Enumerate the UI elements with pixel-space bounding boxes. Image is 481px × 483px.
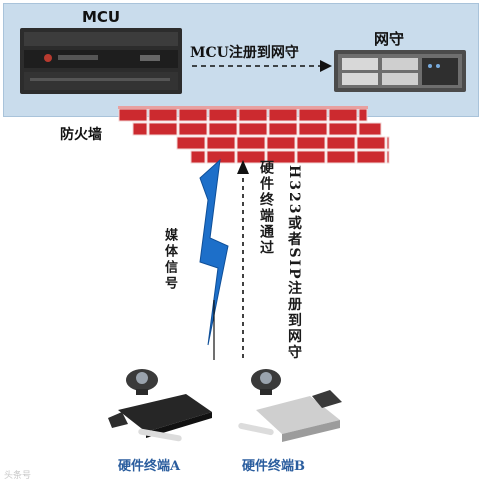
firewall-top-edge <box>118 106 368 109</box>
firewall-brick <box>236 136 266 150</box>
firewall-brick <box>358 122 382 136</box>
firewall-wall <box>118 106 390 164</box>
firewall-brick <box>132 122 148 136</box>
signal-label: 媒体信号 <box>162 228 177 292</box>
firewall-brick <box>296 136 326 150</box>
firewall-brick <box>148 122 178 136</box>
mcu-label: MCU <box>82 8 121 26</box>
registration-label: MCU注册到网守 <box>190 45 299 61</box>
terminal-a-label: 硬件终端A <box>118 459 181 474</box>
firewall-brick <box>386 136 390 150</box>
firewall-brick <box>268 122 298 136</box>
firewall-brick <box>178 108 208 122</box>
firewall-brick <box>236 150 266 164</box>
firewall-label: 防火墙 <box>60 127 102 143</box>
path-label-line1: 硬件终端通过 <box>258 160 274 256</box>
watermark: 头条号 <box>4 471 32 481</box>
firewall-brick <box>356 136 386 150</box>
mcu-device <box>20 28 182 94</box>
firewall-brick <box>296 150 326 164</box>
firewall-brick <box>386 150 390 164</box>
firewall-brick <box>208 122 238 136</box>
firewall-brick <box>298 108 328 122</box>
gatekeeper-label: 网守 <box>374 30 405 48</box>
terminal-a-device <box>108 369 212 442</box>
firewall-brick <box>326 150 356 164</box>
gatekeeper-server <box>334 50 466 92</box>
firewall-brick <box>238 122 268 136</box>
firewall-brick <box>328 122 358 136</box>
firewall-brick <box>206 136 236 150</box>
firewall-brick <box>356 150 386 164</box>
terminal-b-label: 硬件终端B <box>242 459 305 474</box>
firewall-brick <box>238 108 268 122</box>
firewall-brick <box>266 136 296 150</box>
registration-arrow <box>192 60 332 72</box>
firewall-brick <box>118 108 148 122</box>
firewall-brick <box>358 108 368 122</box>
terminal-registration-path <box>237 160 249 358</box>
terminal-b-device <box>238 369 342 442</box>
firewall-brick <box>148 108 178 122</box>
firewall-brick <box>206 150 236 164</box>
firewall-brick <box>176 136 206 150</box>
path-label-line2: H323或者SIP注册到网守 <box>286 165 302 361</box>
firewall-brick <box>326 136 356 150</box>
lightning-bolt <box>199 158 229 346</box>
firewall-brick <box>208 108 238 122</box>
firewall-brick <box>190 150 206 164</box>
firewall-brick <box>328 108 358 122</box>
firewall-brick <box>298 122 328 136</box>
firewall-brick <box>268 108 298 122</box>
firewall-brick <box>178 122 208 136</box>
firewall-brick <box>266 150 296 164</box>
